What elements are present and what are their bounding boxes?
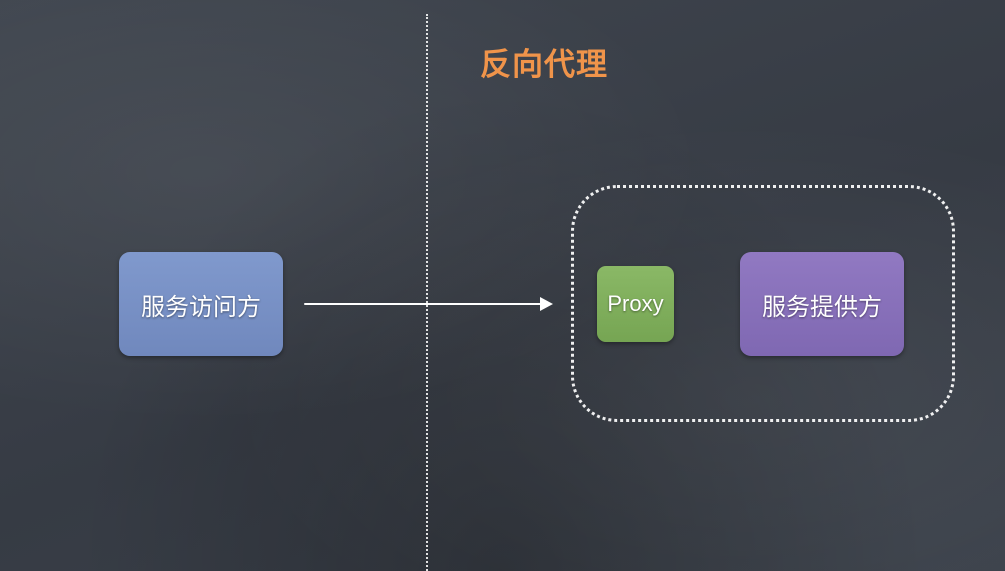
client-label: 服务访问方: [141, 292, 261, 321]
proxy-box: Proxy: [597, 266, 674, 342]
request-arrow-head: [540, 297, 553, 311]
proxy-server-group-outline: [571, 185, 955, 422]
vertical-divider: [426, 14, 428, 571]
client-box: 服务访问方: [119, 252, 283, 356]
server-box: 服务提供方: [740, 252, 904, 356]
server-label: 服务提供方: [762, 292, 882, 321]
request-arrow: [304, 297, 553, 311]
slide-title: 反向代理: [480, 47, 608, 83]
proxy-label: Proxy: [607, 291, 664, 316]
